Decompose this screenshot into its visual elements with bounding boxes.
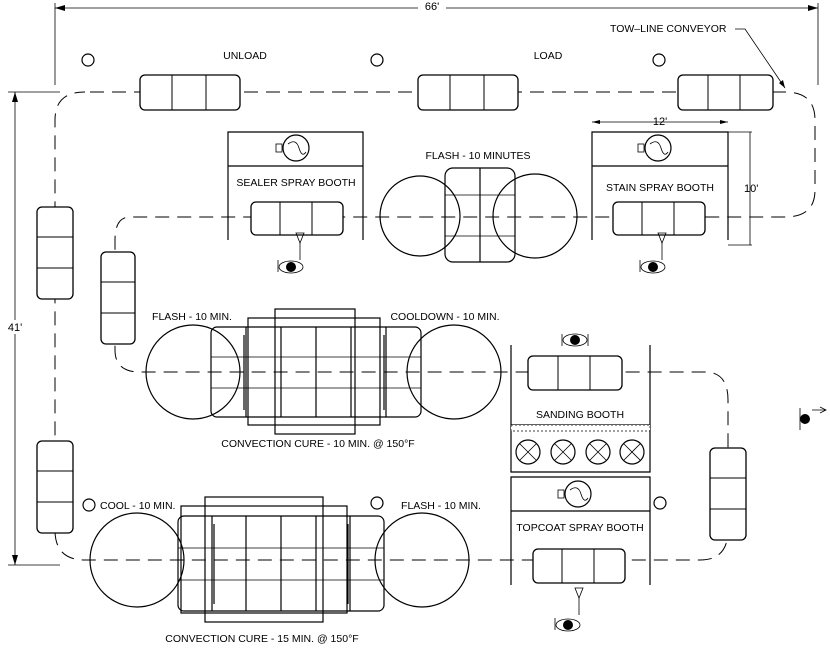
topcoat-booth-label: TOPCOAT SPRAY BOOTH: [516, 522, 643, 534]
tow-line-label: TOW–LINE CONVEYOR: [610, 23, 727, 35]
load-label: LOAD: [534, 50, 563, 62]
spray-operator-icon: [277, 232, 305, 274]
convection-cure-oven-1: FLASH - 10 MIN. COOLDOWN - 10 MIN. CONVE…: [145, 308, 502, 450]
convection-cure-2-label: CONVECTION CURE - 15 MIN. @ 150°F: [165, 633, 358, 645]
column-icon: [81, 53, 667, 512]
spray-operator-icon: [554, 587, 584, 632]
flash-bottom-label: FLASH - 10 MIN.: [401, 500, 481, 512]
cart-stain: [612, 201, 706, 236]
sealer-spray-booth: SEALER SPRAY BOOTH: [227, 131, 364, 274]
spray-operator-icon: [639, 232, 667, 274]
sealer-booth-label: SEALER SPRAY BOOTH: [236, 177, 355, 189]
cart-left-inner: [100, 251, 136, 345]
sanding-booth: SANDING BOOTH: [510, 333, 651, 473]
exhaust-fan-icon: [557, 480, 592, 508]
cart-left-upper: [36, 206, 74, 300]
convection-cure-1-label: CONVECTION CURE - 10 MIN. @ 150°F: [221, 438, 414, 450]
width-dimension-label: 66': [425, 1, 439, 13]
cart-right: [709, 447, 747, 541]
flash-left-label: FLASH - 10 MIN.: [152, 311, 232, 323]
topcoat-spray-booth: TOPCOAT SPRAY BOOTH: [510, 476, 651, 632]
cart-topcoat: [532, 548, 626, 584]
spray-operator-icon: [799, 406, 827, 430]
booth-width-label: 12': [653, 116, 667, 128]
stain-spray-booth: 12' 10' STAIN SPRAY BOOTH: [591, 116, 758, 274]
cart-top-right: [677, 74, 774, 111]
cart-sanding: [527, 355, 623, 391]
cart-sealer: [250, 201, 344, 236]
exhaust-fan-icon: [637, 134, 672, 162]
sanding-booth-label: SANDING BOOTH: [536, 409, 624, 421]
exhaust-fan-icon: [275, 134, 310, 162]
cart-load: [417, 74, 519, 111]
flash-top-label: FLASH - 10 MINUTES: [425, 150, 530, 162]
cart-unload: [139, 74, 241, 111]
cooldown-label: COOLDOWN - 10 MIN.: [390, 311, 499, 323]
dimension-height: 41': [4, 91, 60, 566]
tow-line-callout: TOW–LINE CONVEYOR: [610, 23, 786, 89]
cool-label: COOL - 10 MIN.: [100, 500, 175, 512]
convection-cure-oven-2: COOL - 10 MIN. FLASH - 10 MIN. CONVECTIO…: [89, 496, 481, 645]
unload-label: UNLOAD: [223, 50, 267, 62]
booth-depth-label: 10': [744, 183, 758, 195]
dimension-width: 66': [54, 0, 819, 85]
tow-line-conveyor: [54, 91, 816, 561]
exhaust-fan-icon: [515, 439, 645, 465]
stain-booth-label: STAIN SPRAY BOOTH: [606, 182, 714, 194]
cart-left-lower: [36, 440, 74, 534]
oven-carts: [210, 326, 422, 418]
flash-zone-top: FLASH - 10 MINUTES: [379, 150, 578, 263]
oven-carts: [177, 515, 385, 612]
height-dimension-label: 41': [8, 322, 22, 334]
sanding-operator-icon: [561, 333, 589, 347]
